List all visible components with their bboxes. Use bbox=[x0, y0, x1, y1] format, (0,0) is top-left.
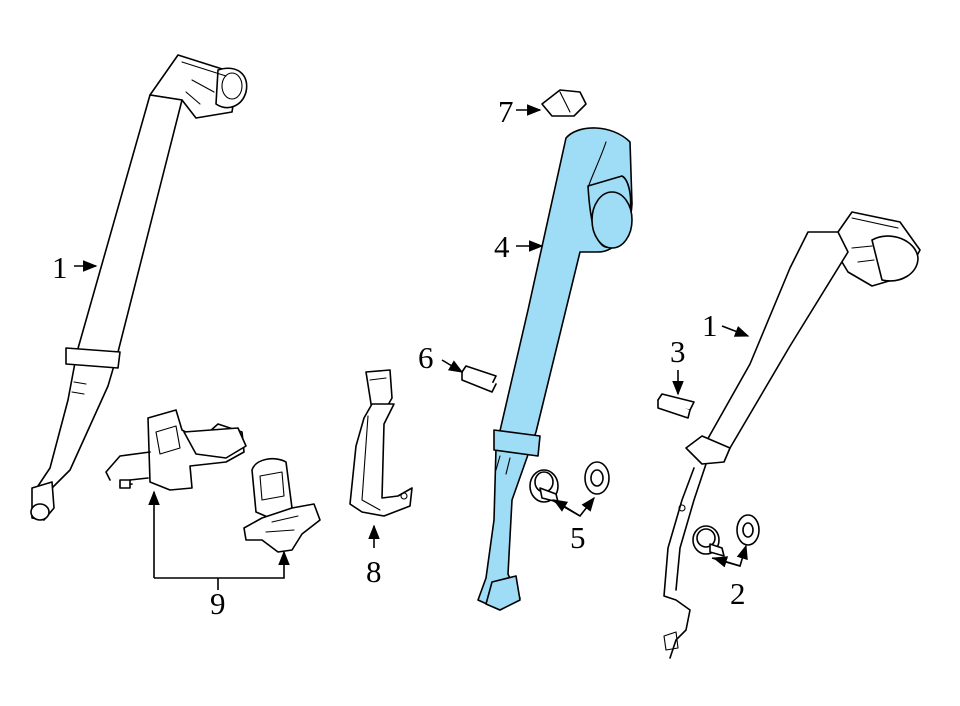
part-9-left-buckle bbox=[105, 409, 247, 491]
callout-2: 2 bbox=[730, 576, 746, 611]
part-4-center-seat-belt-highlighted bbox=[477, 127, 633, 611]
callout-1-right: 1 bbox=[702, 308, 718, 343]
callout-7: 7 bbox=[498, 94, 514, 129]
callout-9: 9 bbox=[210, 586, 226, 621]
leader-arrows bbox=[74, 104, 750, 590]
part-5-bolt-washer bbox=[529, 461, 610, 503]
part-8-center-buckle bbox=[349, 369, 413, 517]
part-6-trim-plate bbox=[461, 365, 497, 393]
part-9-right-buckle bbox=[243, 457, 321, 553]
callout-5: 5 bbox=[570, 520, 586, 555]
part-1-right-seat-belt bbox=[663, 211, 921, 659]
callout-8: 8 bbox=[366, 554, 382, 589]
callout-4: 4 bbox=[494, 229, 510, 264]
callout-6: 6 bbox=[418, 340, 434, 375]
part-3-trim-plate bbox=[657, 393, 695, 419]
callout-3: 3 bbox=[670, 334, 686, 369]
part-1-left-seat-belt bbox=[30, 54, 248, 521]
callout-1-left: 1 bbox=[52, 250, 68, 285]
part-7-cover-cap bbox=[541, 89, 587, 117]
part-2-bolt-washer bbox=[692, 514, 760, 557]
